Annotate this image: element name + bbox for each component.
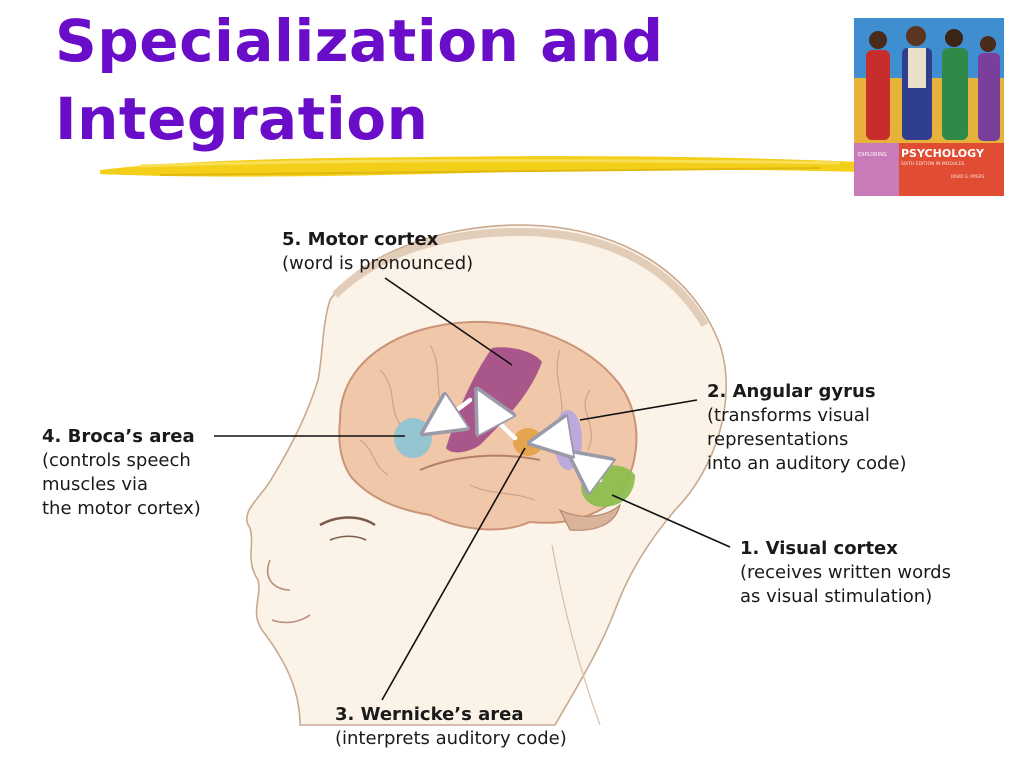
angular-leader-line xyxy=(579,399,698,421)
slide-title: Specialization and Integration xyxy=(55,2,815,158)
title-line-2: Integration xyxy=(55,85,429,153)
title-line-1: Specialization and xyxy=(55,7,664,75)
book-small-label: EXPLORING xyxy=(858,152,887,158)
book-title: PSYCHOLOGY xyxy=(901,147,985,160)
wernickes-area-name: 3. Wernicke’s area xyxy=(335,704,524,725)
figure-woman-green xyxy=(942,29,968,140)
visual-leader-line xyxy=(611,494,731,548)
wernicke-leader-line xyxy=(381,447,526,701)
visual-cortex-name: 1. Visual cortex xyxy=(740,538,898,559)
wernickes-area-desc: (interprets auditory code) xyxy=(335,728,567,749)
motor-cortex-name: 5. Motor cortex xyxy=(282,229,439,250)
motor-cortex-desc: (word is pronounced) xyxy=(282,253,474,274)
angular-gyrus-desc: (transforms visual representations into … xyxy=(707,405,907,474)
label-wernickes-area: 3. Wernicke’s area (interprets auditory … xyxy=(335,703,567,751)
label-visual-cortex: 1. Visual cortex (receives written words… xyxy=(740,537,951,609)
label-angular-gyrus: 2. Angular gyrus (transforms visual repr… xyxy=(707,380,907,476)
brocas-area-region xyxy=(394,418,432,458)
label-brocas-area: 4. Broca’s area (controls speech muscles… xyxy=(42,425,201,521)
cerebellum xyxy=(558,503,622,531)
title-underline-brushstroke xyxy=(100,156,860,177)
brocas-area-name: 4. Broca’s area xyxy=(42,426,195,447)
motor-leader-line xyxy=(384,277,513,366)
book-author: DAVID G. MYERS xyxy=(951,174,985,179)
figure-woman-red xyxy=(866,31,890,140)
figure-right xyxy=(978,36,1000,141)
figure-man-center xyxy=(902,26,932,140)
book-cover-image: EXPLORING PSYCHOLOGY SIXTH EDITION IN MO… xyxy=(854,18,1004,196)
leader-lines xyxy=(214,277,731,701)
label-motor-cortex: 5. Motor cortex (word is pronounced) xyxy=(282,228,473,276)
face-features xyxy=(266,516,376,624)
brocas-area-desc: (controls speech muscles via the motor c… xyxy=(42,450,201,519)
visual-cortex-desc: (receives written words as visual stimul… xyxy=(740,562,951,607)
angular-gyrus-name: 2. Angular gyrus xyxy=(707,381,876,402)
pathway-arrows xyxy=(428,395,600,480)
book-edition: SIXTH EDITION IN MODULES xyxy=(901,161,964,167)
